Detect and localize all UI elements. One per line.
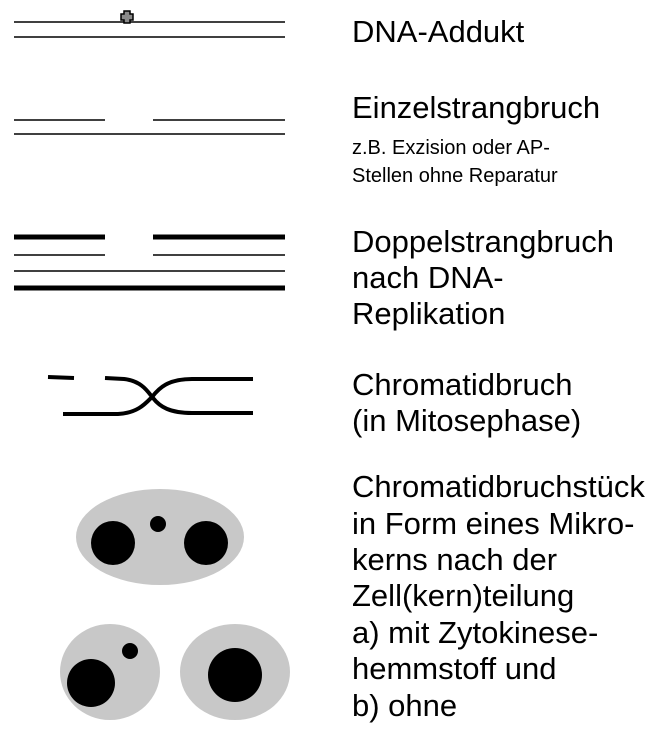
chromatid-break-drawing bbox=[48, 377, 253, 414]
label-micronucleus-4: Zell(kern)teilung bbox=[352, 578, 574, 613]
label-double-strand-break-2: nach DNA- bbox=[352, 260, 504, 295]
label-micronucleus-7: b) ohne bbox=[352, 688, 457, 723]
label-double-strand-break-1: Doppelstrangbruch bbox=[352, 224, 614, 259]
dna-adduct-drawing bbox=[14, 11, 285, 37]
label-single-strand-break: Einzelstrangbruch bbox=[352, 90, 600, 125]
label-dna-adduct: DNA-Addukt bbox=[352, 14, 525, 49]
double-strand-break-drawing bbox=[14, 237, 285, 288]
label-double-strand-break-3: Replikation bbox=[352, 296, 505, 331]
nucleus bbox=[208, 648, 262, 702]
daughter-cell bbox=[180, 624, 290, 720]
note-line-1: z.B. Exzision oder AP- bbox=[352, 137, 550, 159]
daughter-cell-with-micronucleus bbox=[60, 624, 160, 720]
binucleated-cell bbox=[76, 489, 244, 585]
chromatid-arm-upper bbox=[105, 378, 253, 413]
note-line-2: Stellen ohne Reparatur bbox=[352, 165, 558, 187]
label-chromatid-break-1: Chromatidbruch bbox=[352, 367, 573, 402]
label-micronucleus-2: in Form eines Mikro- bbox=[352, 506, 635, 541]
chromatid-fragment bbox=[48, 377, 74, 378]
micronucleus bbox=[150, 516, 166, 532]
label-chromatid-break-2: (in Mitosephase) bbox=[352, 403, 581, 438]
label-micronucleus-3: kerns nach der bbox=[352, 542, 557, 577]
nucleus-right bbox=[184, 521, 228, 565]
nucleus-left bbox=[91, 521, 135, 565]
single-strand-break-drawing bbox=[14, 120, 285, 134]
label-micronucleus-1: Chromatidbruchstück bbox=[352, 469, 645, 504]
label-micronucleus-5: a) mit Zytokinese- bbox=[352, 615, 598, 650]
chromatid-arm-lower bbox=[63, 379, 253, 414]
nucleus bbox=[67, 659, 115, 707]
label-micronucleus-6: hemmstoff und bbox=[352, 651, 556, 686]
micronucleus bbox=[122, 643, 138, 659]
